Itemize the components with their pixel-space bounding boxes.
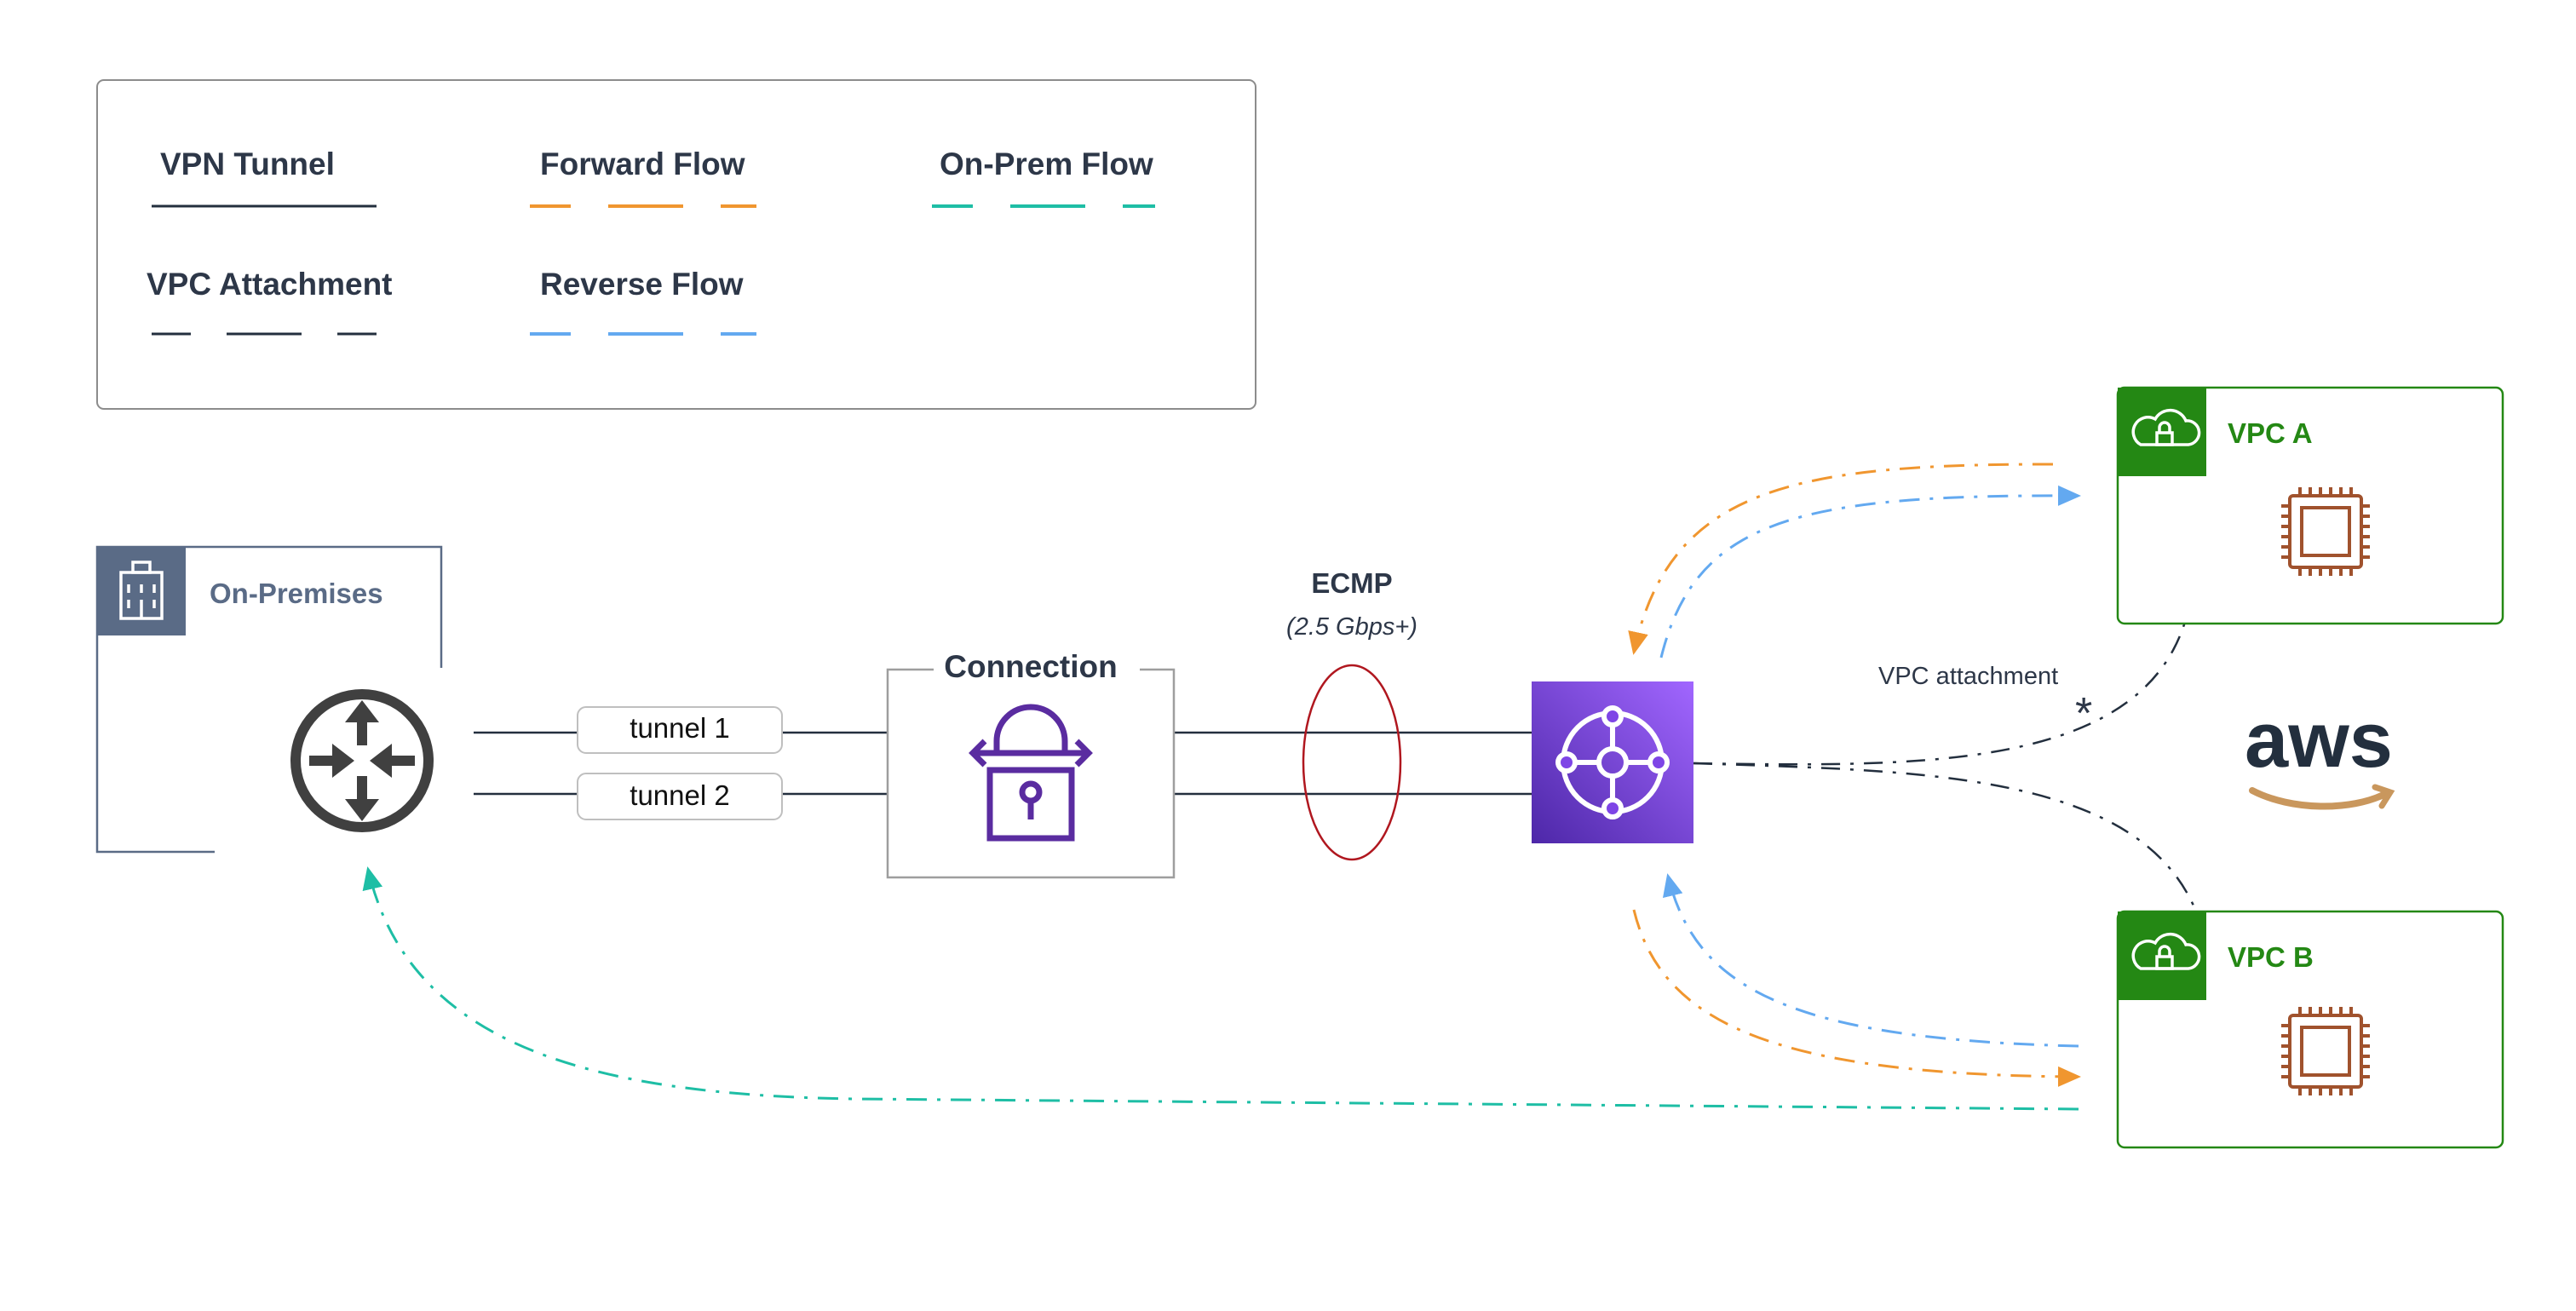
tunnel-lines: [474, 731, 1532, 796]
forward-flow-vpc-b: [1632, 909, 2081, 1087]
legend-label-reverse-flow: Reverse Flow: [540, 267, 744, 302]
vpc-b-label: VPC B: [2228, 941, 2314, 973]
cloud-lock-icon: [2131, 408, 2201, 446]
transit-gateway: [1532, 681, 1693, 843]
transit-gateway-icon: [1555, 705, 1670, 819]
vpn-lock-icon: [969, 704, 1093, 842]
legend: VPN Tunnel Forward Flow On-Prem Flow VPC…: [96, 79, 1256, 410]
chip-icon: [2281, 1007, 2370, 1095]
ecmp-group: ECMP (2.5 Gbps+): [1286, 567, 1417, 861]
connection-border: [886, 668, 1176, 879]
aws-logo: aws: [2245, 697, 2395, 810]
vpc-b: VPC B: [2116, 910, 2504, 1149]
tunnel-2-label: tunnel 2: [630, 779, 729, 811]
cloud-lock-icon: [2131, 932, 2201, 970]
tunnel-2-label-box: tunnel 2: [577, 773, 783, 820]
asterisk: *: [2075, 689, 2092, 739]
connection-label: Connection: [944, 649, 1117, 684]
building-icon: [119, 561, 164, 620]
ecmp-label: ECMP: [1311, 567, 1392, 599]
vpc-a-border: [2116, 386, 2504, 625]
connection-group: Connection: [886, 649, 1176, 879]
forward-flow-vpc-a: [1628, 463, 2054, 655]
reverse-flow-vpc-b: [1663, 873, 2079, 1048]
vpc-a: VPC A: [2116, 386, 2504, 625]
vpc-a-label: VPC A: [2228, 417, 2313, 449]
legend-label-forward-flow: Forward Flow: [540, 147, 745, 181]
ecmp-sublabel: (2.5 Gbps+): [1286, 613, 1417, 641]
vpc-attachment-label: VPC attachment: [1878, 663, 2058, 690]
vpc-b-border: [2116, 910, 2504, 1149]
vpc-attachment-lines: [1693, 621, 2198, 912]
legend-label-vpc-attachment: VPC Attachment: [147, 267, 393, 302]
ecmp-ring: [1302, 664, 1402, 861]
legend-label-onprem-flow: On-Prem Flow: [940, 147, 1153, 181]
tunnel-1-label-box: tunnel 1: [577, 706, 783, 754]
router-icon: [290, 689, 434, 832]
legend-box: [96, 79, 1256, 410]
legend-label-vpn-tunnel: VPN Tunnel: [160, 147, 335, 181]
tunnel-1-label: tunnel 1: [630, 712, 729, 744]
reverse-flow-vpc-a: [1659, 485, 2081, 658]
onprem-group: On-Premises: [95, 545, 443, 854]
chip-icon: [2281, 487, 2370, 576]
onprem-label: On-Premises: [210, 578, 383, 609]
onprem-flow: [362, 866, 2079, 1111]
aws-smile-icon: [2249, 787, 2389, 810]
aws-logo-text: aws: [2245, 697, 2393, 784]
